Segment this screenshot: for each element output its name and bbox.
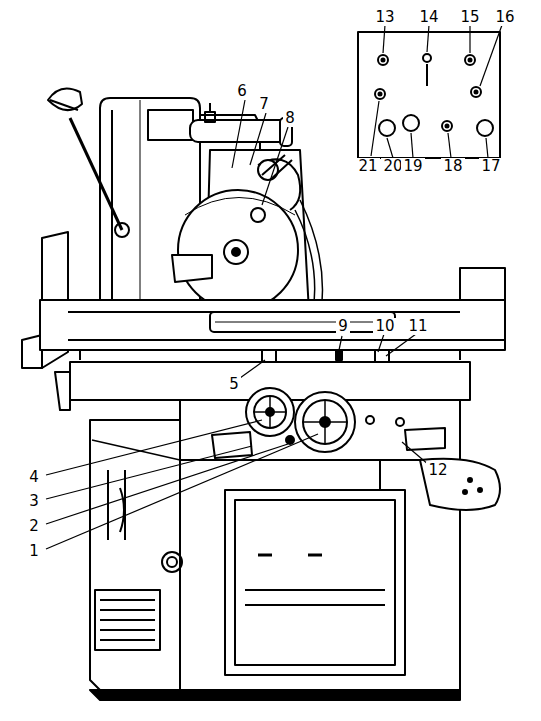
callout-number: 16 — [493, 9, 516, 26]
control-panel — [358, 32, 500, 158]
callout-number: 6 — [235, 83, 249, 100]
callout-number: 17 — [479, 158, 502, 175]
callout-number: 15 — [458, 9, 481, 26]
callout-number: 14 — [417, 9, 440, 26]
callout-number: 9 — [336, 318, 350, 335]
callout-number: 8 — [283, 110, 297, 127]
callout-number: 10 — [373, 318, 396, 335]
callout-number: 19 — [401, 158, 424, 175]
callout-number: 12 — [426, 462, 449, 479]
callout-number: 4 — [27, 469, 41, 486]
callout-number: 1 — [27, 543, 41, 560]
callout-number: 2 — [27, 518, 41, 535]
callout-number: 13 — [373, 9, 396, 26]
callout-number: 18 — [441, 158, 464, 175]
callout-number: 3 — [27, 493, 41, 510]
callout-number: 5 — [227, 376, 241, 393]
callout-number: 21 — [356, 158, 379, 175]
callout-number: 7 — [257, 96, 271, 113]
callout-number: 11 — [406, 318, 429, 335]
